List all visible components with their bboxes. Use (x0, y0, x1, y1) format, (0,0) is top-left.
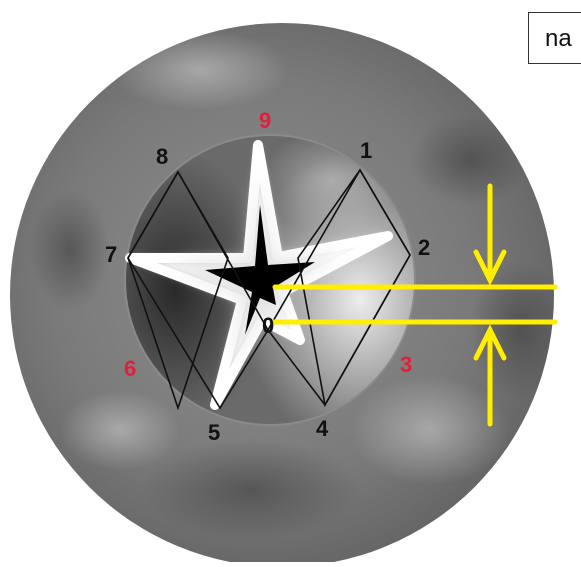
label-7: 7 (105, 242, 117, 267)
label-1: 1 (360, 138, 372, 163)
label-5: 5 (208, 420, 220, 445)
label-center: 0 (262, 313, 274, 338)
arrow-up-icon (473, 324, 507, 427)
label-9: 9 (259, 108, 271, 133)
rhombus-grid (127, 168, 411, 411)
rhombus-left (127, 170, 269, 410)
rhombus-right-inner (297, 168, 411, 408)
label-3: 3 (400, 352, 412, 377)
label-6: 6 (124, 356, 136, 381)
arrow-down-icon (473, 183, 507, 286)
reference-ring (124, 134, 416, 426)
label-2: 2 (418, 235, 430, 260)
corner-label: na (545, 25, 572, 52)
gap-indicator (269, 183, 558, 427)
label-8: 8 (156, 144, 168, 169)
label-4: 4 (316, 416, 329, 441)
corner-label-box: na (528, 12, 581, 64)
